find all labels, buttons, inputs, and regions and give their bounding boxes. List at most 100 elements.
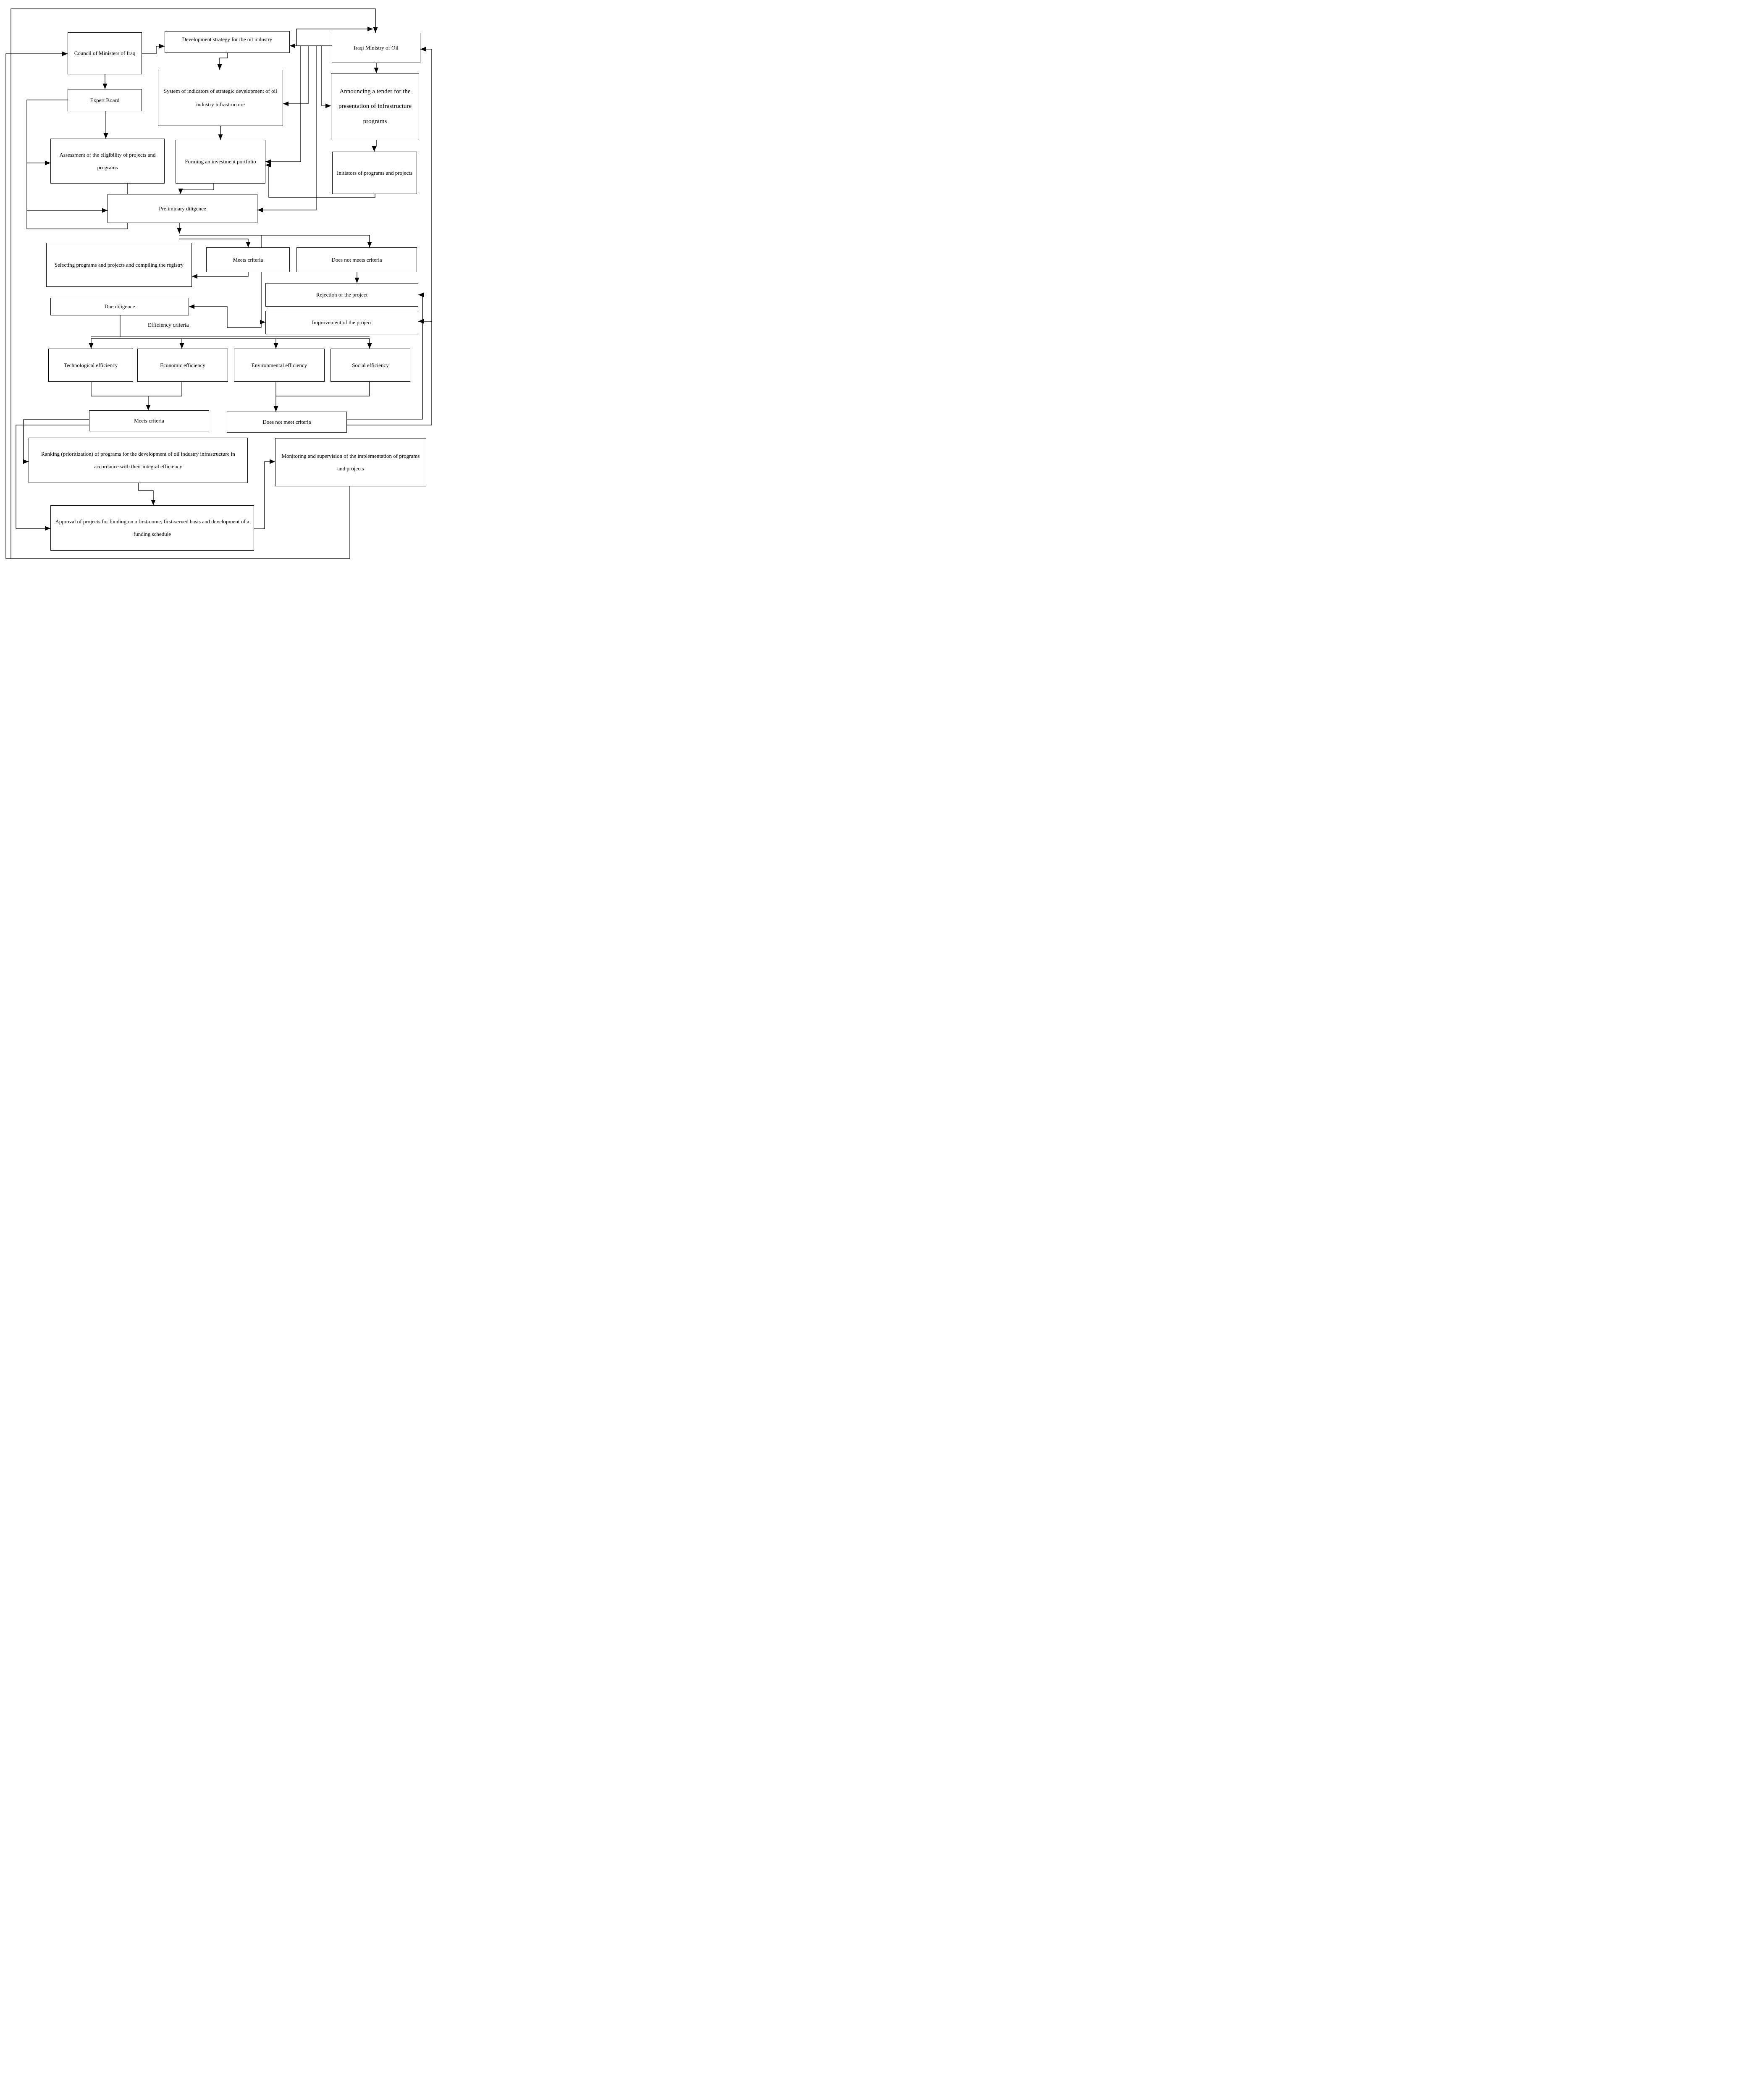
arrowhead-initiators-to-forming (265, 163, 271, 168)
arrowhead-split-to-doesnot1 (367, 242, 372, 247)
arrowhead-meets2-to-ranking (23, 459, 29, 464)
node-meets1: Meets criteria (206, 247, 290, 272)
edge-env-social-merge (275, 382, 370, 396)
edge-feeder-to-due-right (189, 306, 261, 328)
edge-ministry-to-announcing-left (321, 46, 331, 106)
node-label-env: Environmental efficiency (251, 362, 307, 368)
node-rejection: Rejection of the project (265, 283, 418, 307)
edge-split-to-doesnot1 (179, 235, 370, 247)
arrowhead-monitoring-to-council-loop (62, 51, 68, 56)
node-doesnot2: Does not meet criteria (227, 412, 347, 433)
arrowhead-ministry-to-announcing-top (374, 68, 379, 73)
node-label-assessment: Assessment of the eligibility of project… (59, 151, 156, 171)
node-label-econ: Economic efficiency (160, 362, 205, 368)
node-label-doesnot2: Does not meet criteria (262, 419, 311, 425)
arrowhead-trunk-to-assessment-left (45, 160, 50, 165)
arrowhead-approval-to-monitoring (270, 459, 275, 464)
node-preliminary: Preliminary diligence (108, 194, 257, 223)
node-label-tech: Technological efficiency (63, 362, 118, 368)
node-ranking: Ranking (prioritization) of programs for… (29, 438, 248, 483)
arrowhead-council-to-strategy (159, 44, 165, 49)
edge-forming-to-preliminary (180, 184, 214, 194)
node-label-doesnot1: Does not meets criteria (331, 256, 382, 263)
node-label-preliminary: Preliminary diligence (159, 205, 206, 212)
node-label-due: Due diligence (104, 303, 135, 310)
arrowhead-fan-to-env (273, 343, 278, 349)
arrowhead-strategy-to-system (217, 64, 222, 70)
label-efficiency-criteria: Efficiency criteria (148, 322, 189, 328)
node-improvement: Improvement of the project (265, 311, 418, 334)
node-council: Council of Ministers of Iraq (68, 32, 142, 74)
arrowhead-preliminary-split-drop (177, 228, 182, 234)
node-forming: Forming an investment portfolio (176, 140, 265, 184)
node-announcing: Announcing a tender for the presentation… (331, 73, 419, 140)
node-initiators: Initiators of programs and projects (332, 152, 417, 194)
arrowhead-strategy-top-feedback (367, 26, 373, 32)
edge-approval-to-monitoring (254, 461, 275, 529)
node-expert: Expert Board (68, 89, 142, 111)
node-label-system: System of indicators of strategic develo… (164, 87, 277, 108)
arrowhead-forming-to-preliminary (178, 189, 183, 194)
node-label-monitoring: Monitoring and supervision of the implem… (281, 452, 420, 472)
arrowhead-ministry-to-forming (265, 159, 271, 164)
node-label-strategy: Development strategy for the oil industr… (182, 36, 273, 42)
arrowhead-merge-to-meets2 (146, 405, 151, 410)
edge-tech-econ-merge (91, 382, 182, 396)
node-meets2: Meets criteria (89, 410, 209, 431)
node-label-council: Council of Ministers of Iraq (74, 50, 136, 57)
arrowhead-ministry-to-preliminary (257, 207, 263, 213)
arrowhead-expert-to-assessment-top (103, 133, 108, 139)
node-label-ministry: Iraqi Ministry of Oil (354, 45, 399, 51)
node-label-meets2: Meets criteria (134, 417, 164, 424)
node-econ: Economic efficiency (137, 349, 228, 382)
arrowhead-trunk-to-preliminary-left (102, 208, 108, 213)
edge-council-to-strategy (142, 46, 165, 54)
arrowhead-bottom-loop-to-ministry-top (373, 27, 378, 33)
arrowhead-ministry-to-strategy (290, 43, 295, 48)
node-label-meets1: Meets criteria (233, 256, 263, 263)
arrowhead-ministry-to-system (283, 101, 289, 106)
flowchart-canvas: Council of Ministers of Iraq Development … (0, 0, 439, 565)
arrowhead-meets2-to-approval (45, 526, 50, 531)
node-label-improvement: Improvement of the project (312, 319, 372, 326)
arrowhead-feeder-to-due-right (189, 304, 194, 309)
edge-announcing-to-initiators (374, 140, 377, 152)
node-tech: Technological efficiency (48, 349, 133, 382)
node-approval: Approval of projects for funding on a fi… (50, 505, 254, 551)
node-label-initiators: Initiators of programs and projects (337, 169, 412, 176)
arrowhead-doesnot1-to-rejection (354, 278, 359, 283)
arrowhead-announcing-to-initiators (372, 146, 377, 152)
arrowhead-doesnot2-to-rejection-right (418, 292, 424, 297)
node-doesnot1: Does not meets criteria (296, 247, 417, 272)
node-social: Social efficiency (331, 349, 410, 382)
node-label-rejection: Rejection of the project (316, 291, 368, 298)
node-monitoring: Monitoring and supervision of the implem… (275, 438, 426, 486)
edge-meets1-to-selecting (192, 272, 249, 277)
node-strategy: Development strategy for the oil industr… (165, 31, 290, 53)
node-label-selecting: Selecting programs and projects and comp… (54, 261, 184, 268)
node-label-ranking: Ranking (prioritization) of programs for… (41, 451, 235, 470)
arrowhead-doesnot2-right-riser (420, 47, 426, 52)
node-due: Due diligence (50, 298, 189, 315)
node-assessment: Assessment of the eligibility of project… (50, 139, 165, 184)
arrowhead-fan-to-social (367, 343, 372, 349)
edge-strategy-to-system (219, 53, 228, 70)
arrowhead-council-to-expert (102, 84, 108, 89)
node-label-forming: Forming an investment portfolio (185, 158, 256, 165)
node-label-announcing: Announcing a tender for the presentation… (338, 88, 412, 125)
node-ministry: Iraqi Ministry of Oil (332, 33, 420, 63)
arrowhead-split-to-meets1 (246, 242, 251, 247)
arrowhead-fan-to-tech (89, 343, 94, 349)
arrowhead-meets1-to-selecting (192, 274, 197, 279)
node-label-approval: Approval of projects for funding on a fi… (55, 518, 249, 537)
edge-ministry-to-system (283, 46, 309, 104)
node-selecting: Selecting programs and projects and comp… (46, 243, 192, 287)
arrowhead-feeder-to-improvement-left (260, 320, 265, 325)
edge-ranking-to-approval (138, 483, 154, 505)
node-env: Environmental efficiency (234, 349, 325, 382)
node-label-expert: Expert Board (90, 97, 120, 103)
node-label-social: Social efficiency (352, 362, 389, 368)
arrowhead-system-to-forming (218, 134, 223, 140)
arrowhead-fan-to-econ (179, 343, 184, 349)
arrowhead-ministry-to-announcing-left (325, 103, 331, 108)
